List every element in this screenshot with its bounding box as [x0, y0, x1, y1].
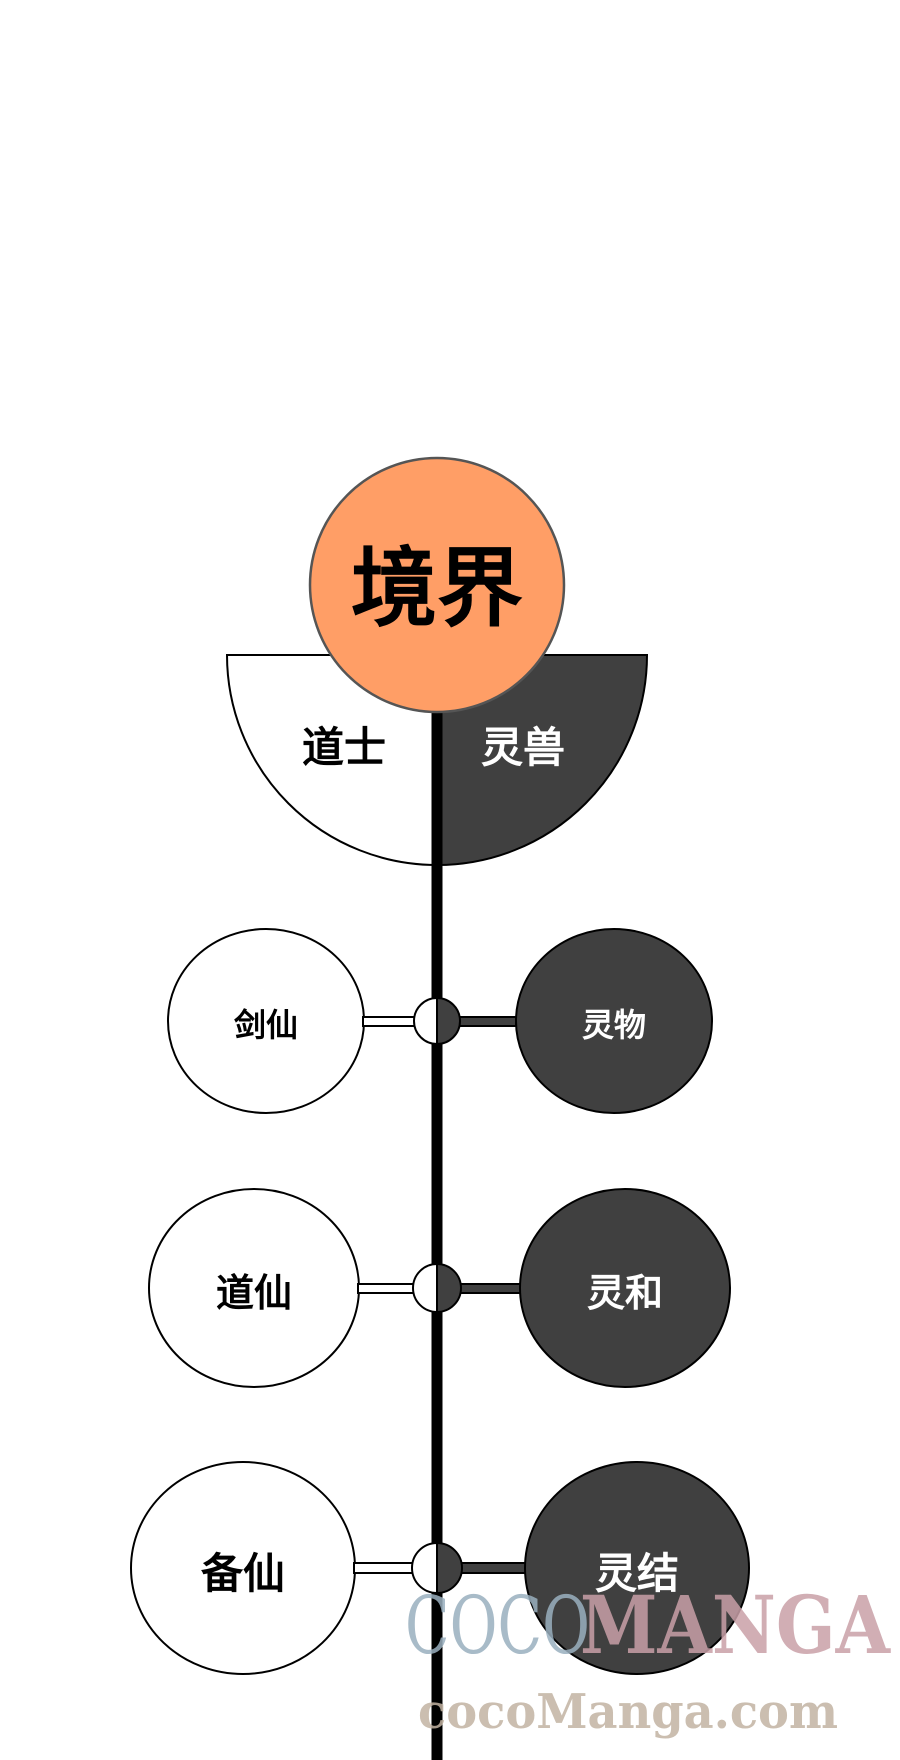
connector-left [353, 1562, 415, 1574]
connector-left [362, 1016, 417, 1027]
junction-right-half [436, 996, 461, 1046]
level-right-node [524, 1461, 750, 1675]
level-right-label: 灵和 [587, 1271, 663, 1315]
title-circle [308, 456, 566, 714]
level-right-node [519, 1188, 731, 1388]
level-right-label: 灵结 [595, 1549, 679, 1598]
level-row: 道仙 灵和 [148, 1188, 731, 1388]
junction-left-half [413, 996, 438, 1046]
level-right-label: 灵物 [582, 1006, 646, 1044]
level-left-label: 备仙 [201, 1549, 285, 1598]
watermark-coco: COCO [405, 1579, 590, 1672]
connector-right [457, 1283, 523, 1294]
watermark-url: cocoManga.com [418, 1684, 838, 1740]
branch-split: 道士 灵兽 [225, 654, 649, 867]
title-node: 境界 [308, 456, 566, 714]
branch-left-label: 道士 [302, 723, 386, 772]
level-left-label: 剑仙 [234, 1006, 298, 1044]
branch-right-label: 灵兽 [481, 723, 565, 772]
branch-left-half [225, 654, 438, 867]
branch-right-half [436, 654, 649, 867]
level-left-label: 道仙 [216, 1271, 292, 1315]
level-row: 剑仙 灵物 [167, 928, 713, 1114]
level-right-node [515, 928, 713, 1114]
watermark-manga: MANGA [580, 1578, 891, 1672]
junction-right-half [436, 1541, 463, 1595]
connector-right [459, 1562, 529, 1574]
junction-right-half [436, 1262, 462, 1314]
junction-left-half [412, 1262, 438, 1314]
connector-right [457, 1016, 517, 1027]
connector-left [357, 1283, 417, 1294]
watermark: COCO MANGA cocoManga.com [405, 1578, 891, 1740]
title-label: 境界 [351, 539, 523, 639]
level-row: 备仙 灵结 [130, 1461, 750, 1675]
junction-left-half [411, 1541, 438, 1595]
